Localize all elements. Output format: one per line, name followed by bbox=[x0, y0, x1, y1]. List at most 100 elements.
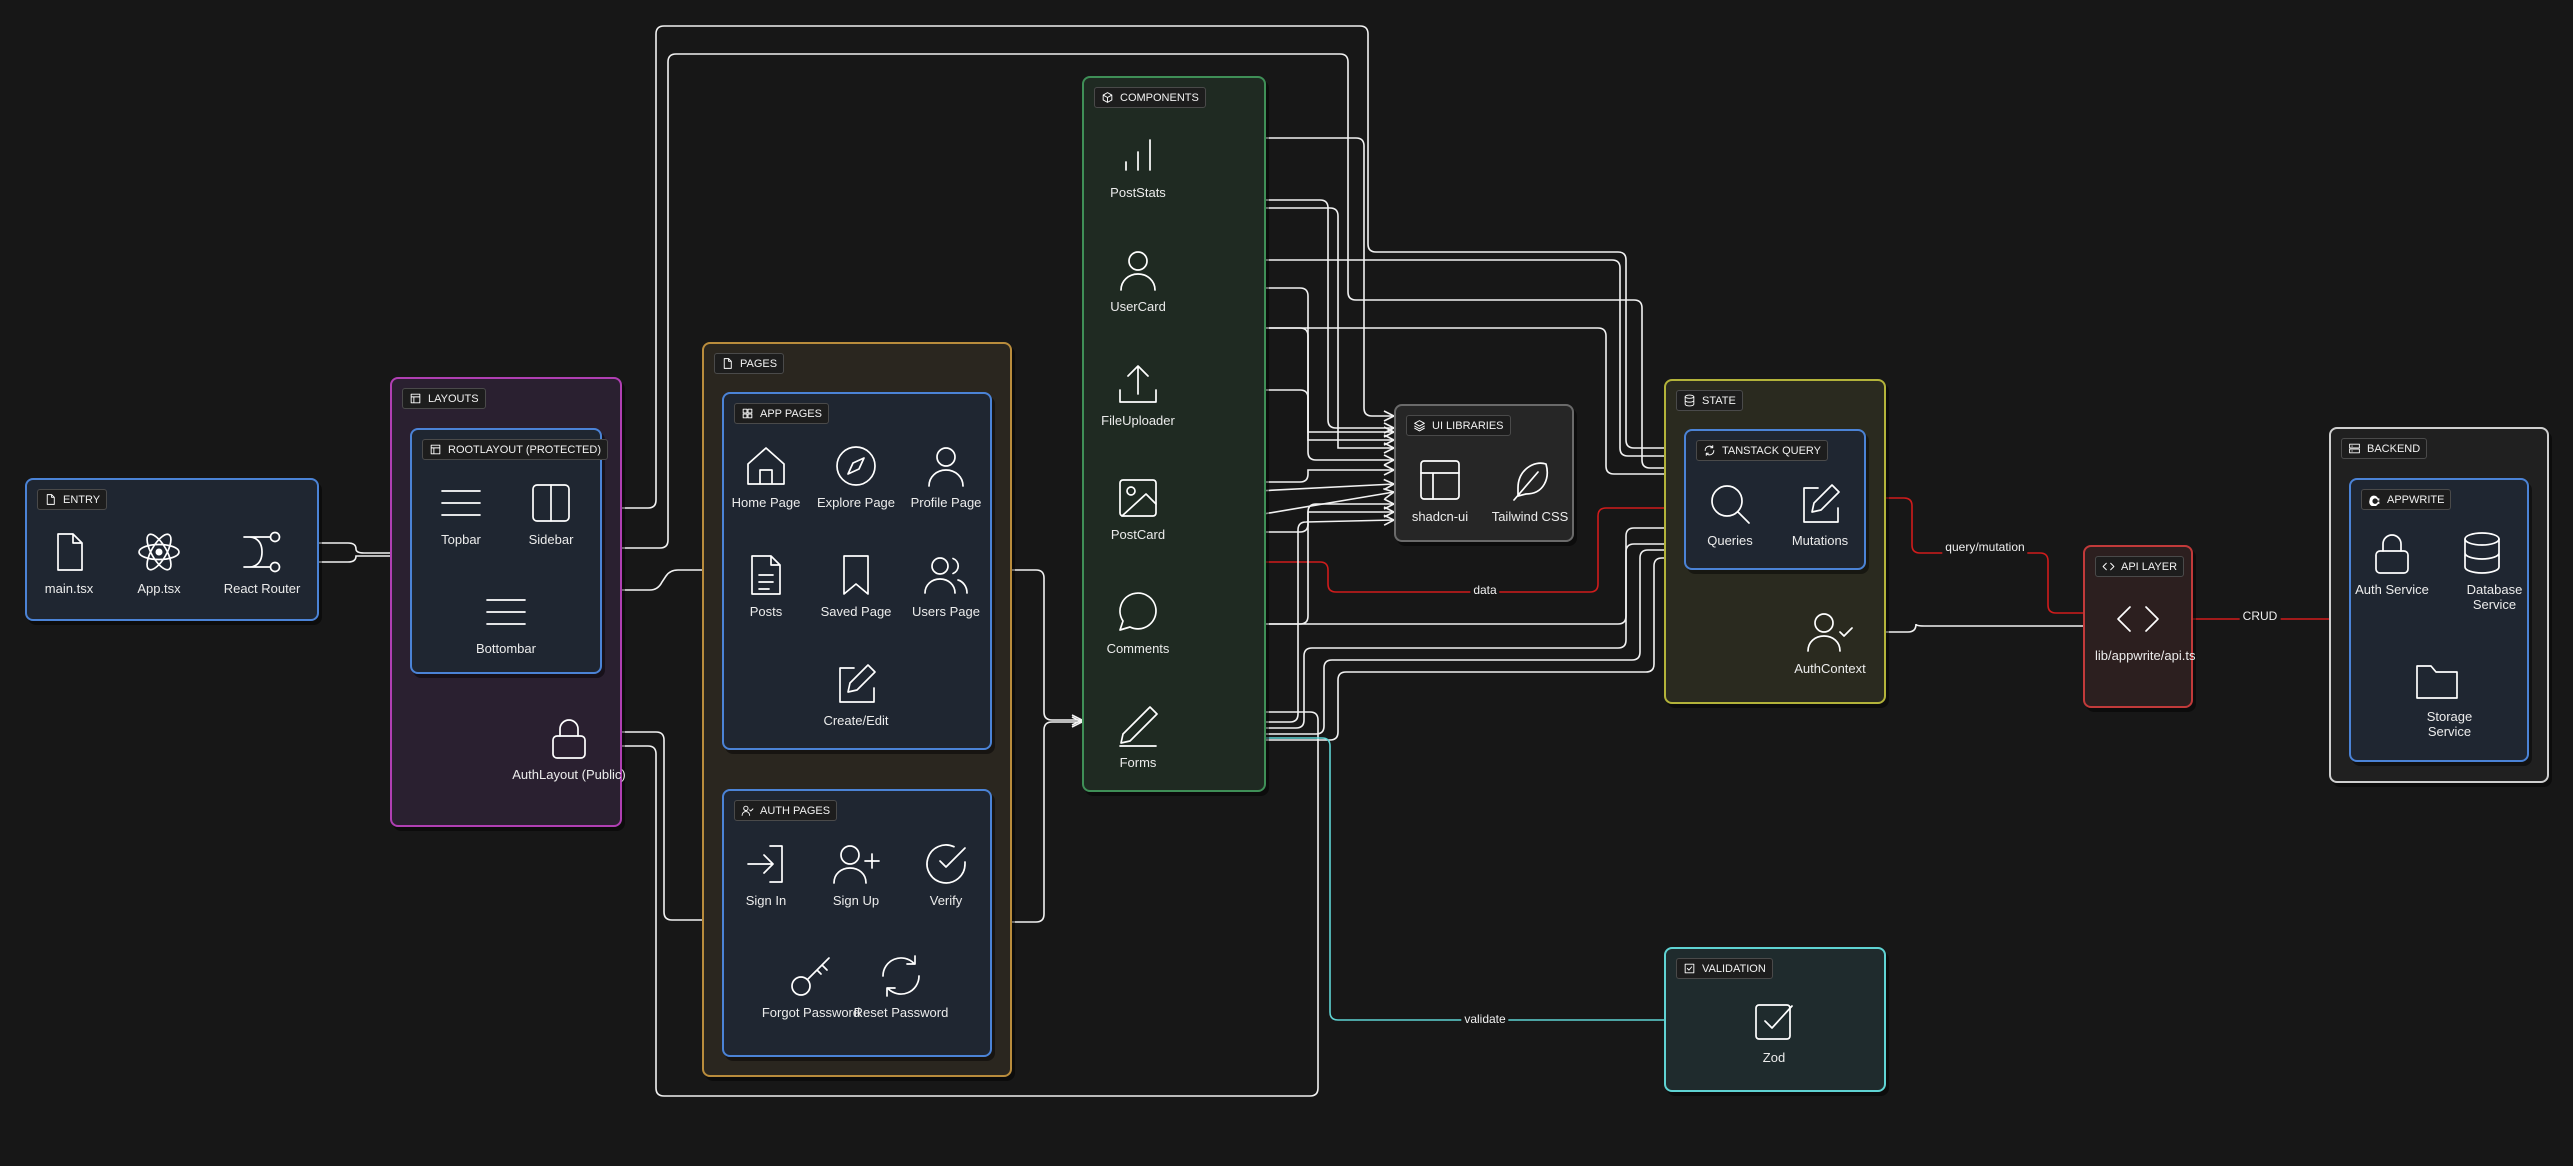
feather-icon bbox=[1506, 456, 1554, 504]
node-reset[interactable]: Reset Password bbox=[841, 952, 961, 1020]
node-bottombar-label: Bottombar bbox=[446, 641, 566, 656]
layouts-group-label: LAYOUTS bbox=[402, 388, 486, 409]
refresh-icon bbox=[1703, 444, 1716, 457]
tanstack-query-group-label: TANSTACK QUERY bbox=[1696, 440, 1828, 461]
login-icon bbox=[742, 840, 790, 888]
image-icon bbox=[1114, 474, 1162, 522]
node-fileuploader-label: FileUploader bbox=[1078, 413, 1198, 428]
edit-icon bbox=[1796, 480, 1844, 528]
search-icon bbox=[1706, 480, 1754, 528]
edit-icon bbox=[832, 660, 880, 708]
node-poststats[interactable]: PostStats bbox=[1078, 132, 1198, 200]
node-sidebar[interactable]: Sidebar bbox=[491, 479, 611, 547]
node-users-label: Users Page bbox=[886, 604, 1006, 619]
home-icon bbox=[742, 442, 790, 490]
node-router[interactable]: React Router bbox=[202, 528, 322, 596]
node-users[interactable]: Users Page bbox=[886, 551, 1006, 619]
layout-icon bbox=[429, 443, 442, 456]
react-atom-icon bbox=[135, 528, 183, 576]
backend-group-label: BACKEND bbox=[2341, 438, 2427, 459]
node-forms-label: Forms bbox=[1078, 755, 1198, 770]
node-app[interactable]: App.tsx bbox=[99, 528, 219, 596]
node-router-label: React Router bbox=[202, 581, 322, 596]
node-verify[interactable]: Verify bbox=[886, 840, 1006, 908]
node-api-label: lib/appwrite/api.ts bbox=[2095, 648, 2181, 663]
node-postcard[interactable]: PostCard bbox=[1078, 474, 1198, 542]
node-authlayout-label: AuthLayout (Public) bbox=[509, 767, 629, 782]
user-icon bbox=[1114, 246, 1162, 294]
node-comments-label: Comments bbox=[1078, 641, 1198, 656]
bookmark-icon bbox=[832, 551, 880, 599]
code-icon bbox=[2114, 595, 2162, 643]
edge-label-data: data bbox=[1470, 583, 1499, 597]
pen-icon bbox=[1114, 702, 1162, 750]
appwrite-group-label: APPWRITE bbox=[2361, 489, 2451, 510]
user-plus-icon bbox=[832, 840, 880, 888]
code-icon bbox=[2102, 560, 2115, 573]
lock-icon bbox=[545, 714, 593, 762]
layout-icon bbox=[409, 392, 422, 405]
entry-group-label: ENTRY bbox=[37, 489, 107, 510]
file-icon bbox=[721, 357, 734, 370]
node-verify-label: Verify bbox=[886, 893, 1006, 908]
node-forms[interactable]: Forms bbox=[1078, 702, 1198, 770]
node-mutations-label: Mutations bbox=[1760, 533, 1880, 548]
menu-icon bbox=[482, 588, 530, 636]
node-reset-label: Reset Password bbox=[841, 1005, 961, 1020]
node-database-service[interactable]: Database Service bbox=[2422, 529, 2542, 612]
compass-icon bbox=[832, 442, 880, 490]
check-square-icon bbox=[1750, 997, 1798, 1045]
node-mutations[interactable]: Mutations bbox=[1760, 480, 1880, 548]
document-icon bbox=[742, 551, 790, 599]
database-icon bbox=[2458, 529, 2506, 577]
node-authlayout[interactable]: AuthLayout (Public) bbox=[509, 714, 629, 782]
edge-label-validate: validate bbox=[1461, 1012, 1508, 1026]
layout-icon bbox=[1416, 456, 1464, 504]
appwrite-logo-icon bbox=[2368, 493, 2381, 506]
layers-icon bbox=[1413, 419, 1426, 432]
node-bottombar[interactable]: Bottombar bbox=[446, 588, 566, 656]
node-storage-service[interactable]: Storage Service bbox=[2377, 656, 2497, 739]
state-group-label: STATE bbox=[1676, 390, 1743, 411]
node-fileuploader[interactable]: FileUploader bbox=[1078, 360, 1198, 428]
user-check-icon bbox=[741, 804, 754, 817]
node-create-edit[interactable]: Create/Edit bbox=[796, 660, 916, 728]
edge-label-crud: CRUD bbox=[2240, 609, 2281, 623]
server-icon bbox=[2348, 442, 2361, 455]
box-icon bbox=[1101, 91, 1114, 104]
node-tailwind-label: Tailwind CSS bbox=[1470, 509, 1590, 524]
user-icon bbox=[922, 442, 970, 490]
sidebar-panel-icon bbox=[527, 479, 575, 527]
grid-icon bbox=[741, 407, 754, 420]
database-icon bbox=[1683, 394, 1696, 407]
auth-pages-group-label: AUTH PAGES bbox=[734, 800, 837, 821]
refresh-icon bbox=[877, 952, 925, 1000]
node-usercard-label: UserCard bbox=[1078, 299, 1198, 314]
node-zod[interactable]: Zod bbox=[1714, 997, 1834, 1065]
menu-icon bbox=[437, 479, 485, 527]
node-poststats-label: PostStats bbox=[1078, 185, 1198, 200]
validation-group-label: VALIDATION bbox=[1676, 958, 1773, 979]
node-api[interactable]: lib/appwrite/api.ts bbox=[2078, 595, 2198, 663]
node-profile[interactable]: Profile Page bbox=[886, 442, 1006, 510]
route-icon bbox=[238, 528, 286, 576]
check-square-icon bbox=[1683, 962, 1696, 975]
bar-chart-icon bbox=[1114, 132, 1162, 180]
key-icon bbox=[787, 952, 835, 1000]
node-authcontext[interactable]: AuthContext bbox=[1770, 608, 1890, 676]
node-authcontext-label: AuthContext bbox=[1770, 661, 1890, 676]
edge-label-query-mutation: query/mutation bbox=[1942, 540, 2027, 554]
user-check-icon bbox=[1806, 608, 1854, 656]
file-icon bbox=[44, 493, 57, 506]
node-sidebar-label: Sidebar bbox=[491, 532, 611, 547]
node-tailwind[interactable]: Tailwind CSS bbox=[1470, 456, 1590, 524]
node-storage-service-label: Storage Service bbox=[2415, 709, 2485, 739]
api-layer-group-label: API LAYER bbox=[2095, 556, 2184, 577]
rootlayout-group-label: ROOTLAYOUT (PROTECTED) bbox=[422, 439, 608, 460]
node-zod-label: Zod bbox=[1714, 1050, 1834, 1065]
node-comments[interactable]: Comments bbox=[1078, 588, 1198, 656]
folder-icon bbox=[2413, 656, 2461, 704]
node-database-service-label: Database Service bbox=[2460, 582, 2530, 612]
node-usercard[interactable]: UserCard bbox=[1078, 246, 1198, 314]
